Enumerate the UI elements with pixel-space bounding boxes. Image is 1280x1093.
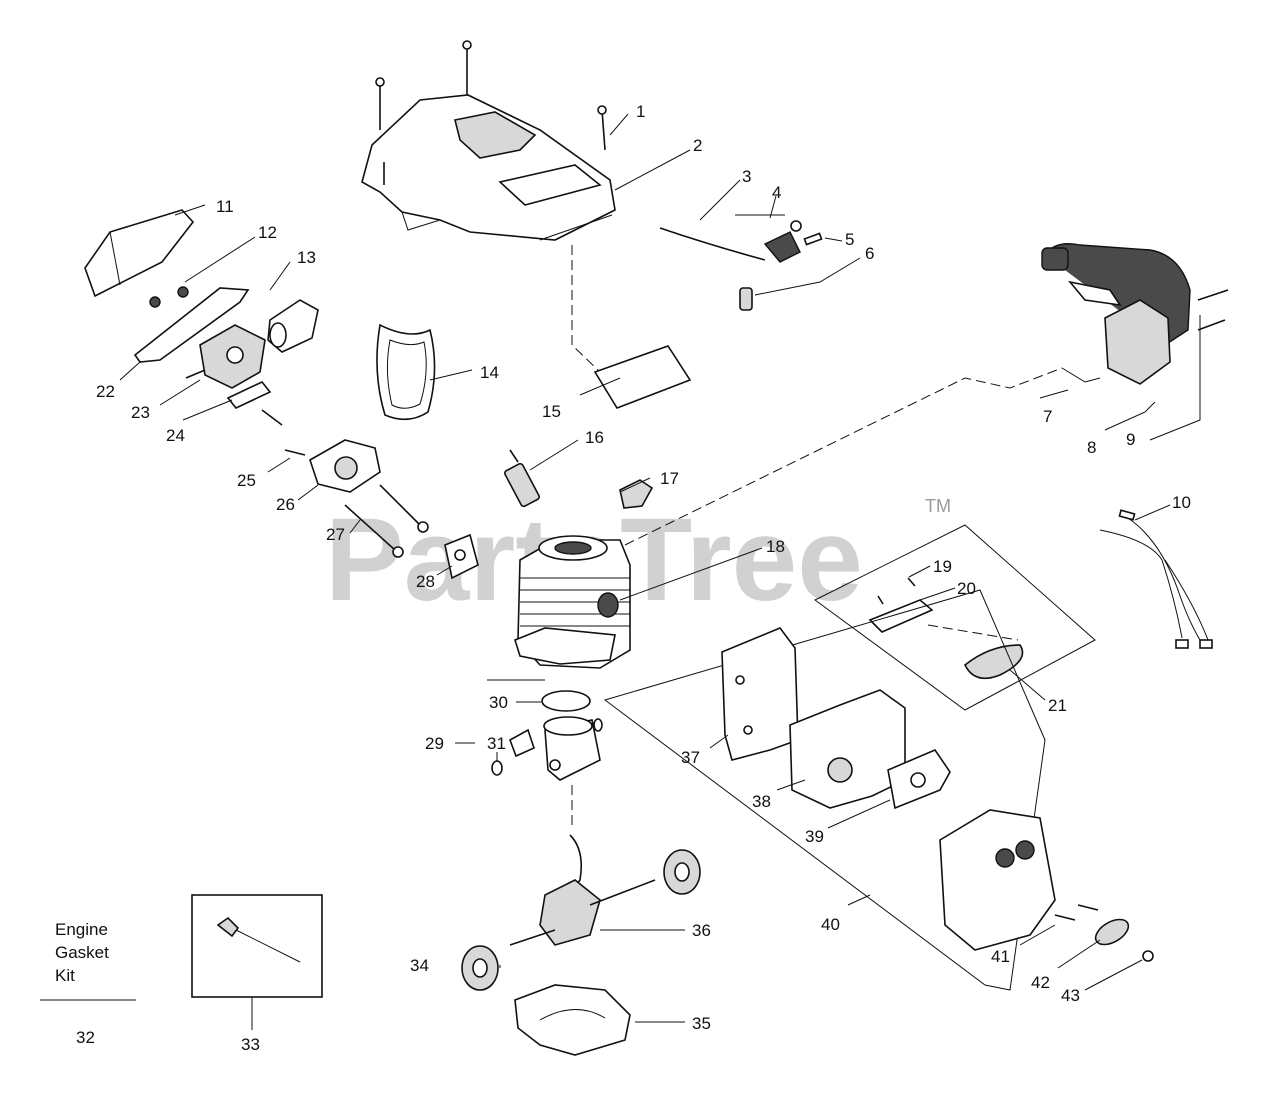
callout-23[interactable]: 23 bbox=[131, 403, 150, 422]
part-ignition-module[interactable] bbox=[1041, 243, 1229, 385]
part-crankcase-bottom[interactable] bbox=[514, 984, 631, 1056]
callout-32[interactable]: 32 bbox=[76, 1028, 95, 1047]
callout-22[interactable]: 22 bbox=[96, 382, 115, 401]
callout-39[interactable]: 39 bbox=[805, 827, 824, 846]
part-crankshaft[interactable] bbox=[509, 834, 656, 946]
part-main-bearing-right[interactable] bbox=[663, 849, 701, 895]
callout-31[interactable]: 31 bbox=[487, 734, 506, 753]
callout-26[interactable]: 26 bbox=[276, 495, 295, 514]
part-spark-plug[interactable] bbox=[504, 449, 540, 508]
callout-10[interactable]: 10 bbox=[1172, 493, 1191, 512]
part-air-filter[interactable] bbox=[84, 209, 195, 298]
part-carb-gasket[interactable] bbox=[226, 381, 272, 409]
part-intake-flange[interactable] bbox=[309, 439, 381, 493]
part-cylinder-bolts[interactable] bbox=[344, 484, 429, 558]
part-piston-clips[interactable] bbox=[491, 718, 603, 776]
callout-28[interactable]: 28 bbox=[416, 572, 435, 591]
part-muffler-nut[interactable] bbox=[1142, 950, 1154, 962]
part-heat-shield-gasket[interactable] bbox=[721, 627, 799, 761]
callout-40[interactable]: 40 bbox=[821, 915, 840, 934]
callout-numbers: 1 2 3 4 5 6 7 8 9 10 11 12 13 14 15 16 1… bbox=[76, 102, 1191, 1054]
callout-43[interactable]: 43 bbox=[1061, 986, 1080, 1005]
callout-3[interactable]: 3 bbox=[742, 167, 751, 186]
engine-gasket-kit-label: Engine Gasket Kit bbox=[55, 920, 109, 985]
callout-5[interactable]: 5 bbox=[845, 230, 854, 249]
kit-line-2: Gasket bbox=[55, 943, 109, 962]
callout-35[interactable]: 35 bbox=[692, 1014, 711, 1033]
callout-29[interactable]: 29 bbox=[425, 734, 444, 753]
part-muffler-screws[interactable] bbox=[1054, 904, 1099, 921]
part-filter-nuts[interactable] bbox=[149, 286, 189, 308]
part-muffler[interactable] bbox=[939, 809, 1056, 951]
part-piston-ring[interactable] bbox=[541, 690, 591, 712]
part-hose-valve[interactable] bbox=[659, 220, 823, 311]
callout-20[interactable]: 20 bbox=[957, 579, 976, 598]
callout-13[interactable]: 13 bbox=[297, 248, 316, 267]
part-top-cover[interactable] bbox=[361, 94, 616, 241]
part-decal[interactable] bbox=[593, 345, 692, 409]
callout-19[interactable]: 19 bbox=[933, 557, 952, 576]
part-piston-pin[interactable] bbox=[509, 728, 535, 758]
callout-42[interactable]: 42 bbox=[1031, 973, 1050, 992]
callout-6[interactable]: 6 bbox=[865, 244, 874, 263]
part-tool-box[interactable] bbox=[191, 894, 323, 998]
part-muffler-gasket[interactable] bbox=[887, 749, 951, 810]
callout-7[interactable]: 7 bbox=[1043, 407, 1052, 426]
callout-1[interactable]: 1 bbox=[636, 102, 645, 121]
callout-8[interactable]: 8 bbox=[1087, 438, 1096, 457]
callout-37[interactable]: 37 bbox=[681, 748, 700, 767]
watermark-trademark: TM bbox=[925, 496, 951, 516]
part-carburetor[interactable] bbox=[185, 324, 266, 389]
callout-27[interactable]: 27 bbox=[326, 525, 345, 544]
part-main-bearing-left[interactable] bbox=[461, 945, 499, 991]
kit-line-1: Engine bbox=[55, 920, 108, 939]
part-piston[interactable] bbox=[543, 716, 601, 781]
callout-25[interactable]: 25 bbox=[237, 471, 256, 490]
callout-33[interactable]: 33 bbox=[241, 1035, 260, 1054]
part-cover-screws[interactable] bbox=[375, 40, 607, 185]
callout-38[interactable]: 38 bbox=[752, 792, 771, 811]
part-muffler-plate[interactable] bbox=[1091, 914, 1132, 949]
leader-lines bbox=[40, 113, 1201, 1030]
callout-21[interactable]: 21 bbox=[1048, 696, 1067, 715]
part-flange-screws[interactable] bbox=[261, 409, 306, 456]
part-spark-plug-cap[interactable] bbox=[619, 479, 654, 509]
part-exhaust-plate[interactable] bbox=[868, 599, 934, 633]
part-spark-screen[interactable] bbox=[963, 644, 1024, 680]
callout-18[interactable]: 18 bbox=[766, 537, 785, 556]
callout-24[interactable]: 24 bbox=[166, 426, 185, 445]
callout-30[interactable]: 30 bbox=[489, 693, 508, 712]
part-exhaust-screws[interactable] bbox=[877, 577, 916, 605]
callout-2[interactable]: 2 bbox=[693, 136, 702, 155]
callout-12[interactable]: 12 bbox=[258, 223, 277, 242]
part-flange-gasket[interactable] bbox=[444, 533, 479, 580]
callout-4[interactable]: 4 bbox=[772, 183, 781, 202]
part-intake-boot[interactable] bbox=[376, 323, 436, 421]
part-cylinder[interactable] bbox=[514, 535, 631, 669]
callout-17[interactable]: 17 bbox=[660, 469, 679, 488]
callout-34[interactable]: 34 bbox=[410, 956, 429, 975]
callout-41[interactable]: 41 bbox=[991, 947, 1010, 966]
callout-11[interactable]: 11 bbox=[216, 197, 234, 216]
part-wire-harness[interactable] bbox=[1099, 509, 1213, 649]
callout-16[interactable]: 16 bbox=[585, 428, 604, 447]
callout-9[interactable]: 9 bbox=[1126, 430, 1135, 449]
part-intake-elbow[interactable] bbox=[267, 299, 319, 353]
kit-line-3: Kit bbox=[55, 966, 75, 985]
callout-36[interactable]: 36 bbox=[692, 921, 711, 940]
callout-15[interactable]: 15 bbox=[542, 402, 561, 421]
callout-14[interactable]: 14 bbox=[480, 363, 499, 382]
part-muffler-bracket[interactable] bbox=[789, 689, 906, 809]
